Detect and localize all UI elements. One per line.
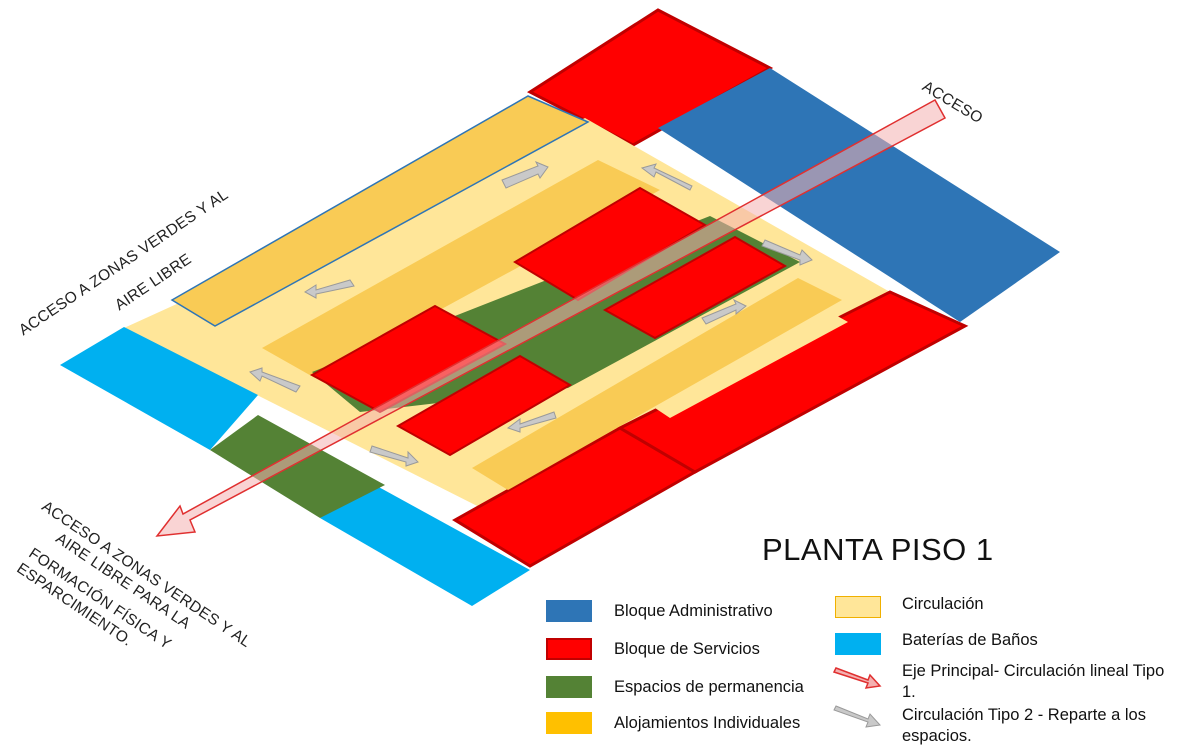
lodging-top-left	[170, 95, 590, 327]
gray-arrow-4	[304, 279, 355, 299]
gray-arrow-3	[761, 239, 813, 266]
legend-label-tipo2-line2: espacios.	[902, 727, 972, 745]
legend-label-banos: Baterías de Baños	[902, 631, 1038, 649]
service-room-2	[602, 235, 788, 340]
legend-label-servicios: Bloque de Servicios	[614, 640, 760, 658]
plan-title: PLANTA PISO 1	[762, 532, 994, 567]
legend-label-eje-line1: Eje Principal- Circulación lineal Tipo	[902, 662, 1165, 680]
legend-label-eje-line2: 1.	[902, 683, 916, 701]
lodging-inner-top	[262, 160, 660, 378]
bath-block-bottom	[320, 485, 530, 606]
legend-swatch-circulacion	[835, 596, 881, 618]
permanence-block-left	[210, 415, 385, 518]
legend-swatch-alojamientos	[546, 712, 592, 734]
gray-arrow-1	[501, 161, 549, 189]
gray-arrow-2	[640, 163, 693, 191]
gray-arrow-6	[249, 367, 301, 393]
legend-label-permanencia: Espacios de permanencia	[614, 678, 804, 696]
legend-label-admin: Bloque Administrativo	[614, 602, 773, 620]
main-axis-arrow	[155, 98, 947, 537]
gray-arrow-8	[369, 445, 419, 467]
admin-block	[658, 68, 1060, 322]
legend-label-alojamientos: Alojamientos Individuales	[614, 714, 801, 732]
service-room-1	[513, 186, 707, 302]
legend-swatch-servicios	[546, 638, 592, 660]
bath-block-left	[60, 327, 258, 450]
gray-arrow-7	[506, 411, 557, 433]
legend-label-tipo2-line1: Circulación Tipo 2 - Reparte a los	[902, 706, 1146, 724]
legend-label-circulacion: Circulación	[902, 595, 984, 613]
legend-type2-arrow-icon	[833, 705, 882, 728]
legend-main-axis-arrow-icon	[832, 667, 882, 689]
circulation-type2-arrows	[249, 161, 813, 467]
legend-swatch-permanencia	[546, 676, 592, 698]
circulation-inner-strip	[655, 313, 848, 418]
gray-arrow-5	[701, 298, 747, 325]
legend-swatch-banos	[835, 633, 881, 655]
legend-swatch-admin	[546, 600, 592, 622]
service-room-4	[395, 354, 572, 457]
lodging-inner-right	[472, 278, 842, 490]
